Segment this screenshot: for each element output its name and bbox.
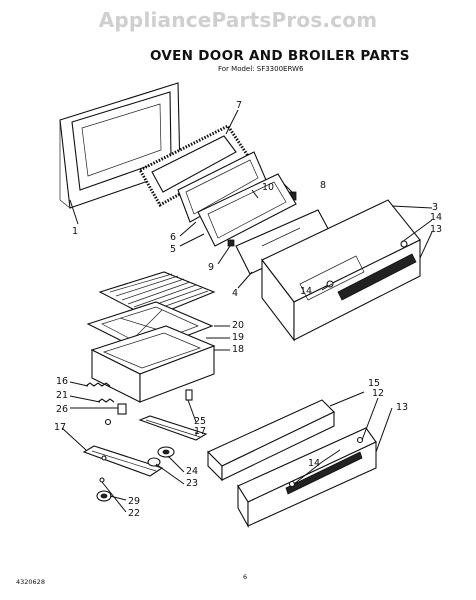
- callout-1: 1: [72, 226, 78, 237]
- callout-17-right: 17: [194, 426, 206, 437]
- callout-3: 3: [432, 202, 438, 213]
- callout-8: 8: [320, 180, 326, 191]
- callout-22: 22: [128, 508, 140, 519]
- bracket: [185, 389, 193, 401]
- window-retainer-clip: [227, 239, 235, 247]
- drawer-roller-left: [96, 490, 112, 502]
- broiler-spring-latch: [85, 382, 127, 426]
- page-number: 6: [243, 573, 248, 581]
- window-frame: [197, 173, 297, 247]
- callout-21: 21: [56, 390, 68, 401]
- callout-7: 7: [236, 100, 242, 111]
- watermark: AppliancePartsPros.com: [98, 8, 378, 32]
- callout-13-drawer: 13: [396, 402, 408, 413]
- oven-door-front: [261, 199, 421, 342]
- callout-labels: 1 3 4 5 6 7 8 9 10 12 13 13 14 14 14 15 …: [54, 100, 442, 519]
- callout-15: 15: [368, 378, 380, 389]
- callout-4: 4: [232, 288, 238, 299]
- callout-12: 12: [372, 388, 384, 399]
- callout-16: 16: [56, 376, 68, 387]
- broiler-drawer-body: [90, 325, 216, 403]
- drawer-roller-lower: [147, 457, 161, 467]
- callout-24: 24: [186, 466, 198, 477]
- callout-23: 23: [186, 478, 198, 489]
- callout-9: 9: [208, 262, 214, 273]
- broiler-slide-rail-right: [138, 415, 208, 441]
- callout-6: 6: [170, 232, 176, 243]
- screw: [99, 477, 105, 483]
- callout-25: 25: [194, 416, 206, 427]
- callout-26: 26: [56, 404, 68, 415]
- callout-18: 18: [232, 344, 244, 355]
- callout-14-door: 14: [430, 212, 442, 223]
- diagram-title: OVEN DOOR AND BROILER PARTS: [150, 48, 410, 64]
- callout-13-door: 13: [430, 224, 442, 235]
- broiler-drawer-inner-panel: [207, 399, 335, 482]
- callout-5: 5: [170, 244, 176, 255]
- callout-29: 29: [128, 496, 140, 507]
- model-subtitle: For Model: SF3300ERW6: [218, 65, 304, 73]
- leader-lines: [61, 109, 433, 513]
- callout-14-drawer: 14: [308, 458, 320, 469]
- callout-10: 10: [262, 182, 274, 193]
- door-gasket: [137, 124, 251, 208]
- callout-17-left: 17: [54, 422, 66, 433]
- document-code: 4320628: [16, 578, 45, 586]
- callout-14-door-front: 14: [300, 286, 312, 297]
- callout-20: 20: [232, 320, 244, 331]
- broiler-drawer-front: [237, 427, 377, 529]
- callout-19: 19: [232, 332, 244, 343]
- drawer-roller-upper: [157, 446, 175, 458]
